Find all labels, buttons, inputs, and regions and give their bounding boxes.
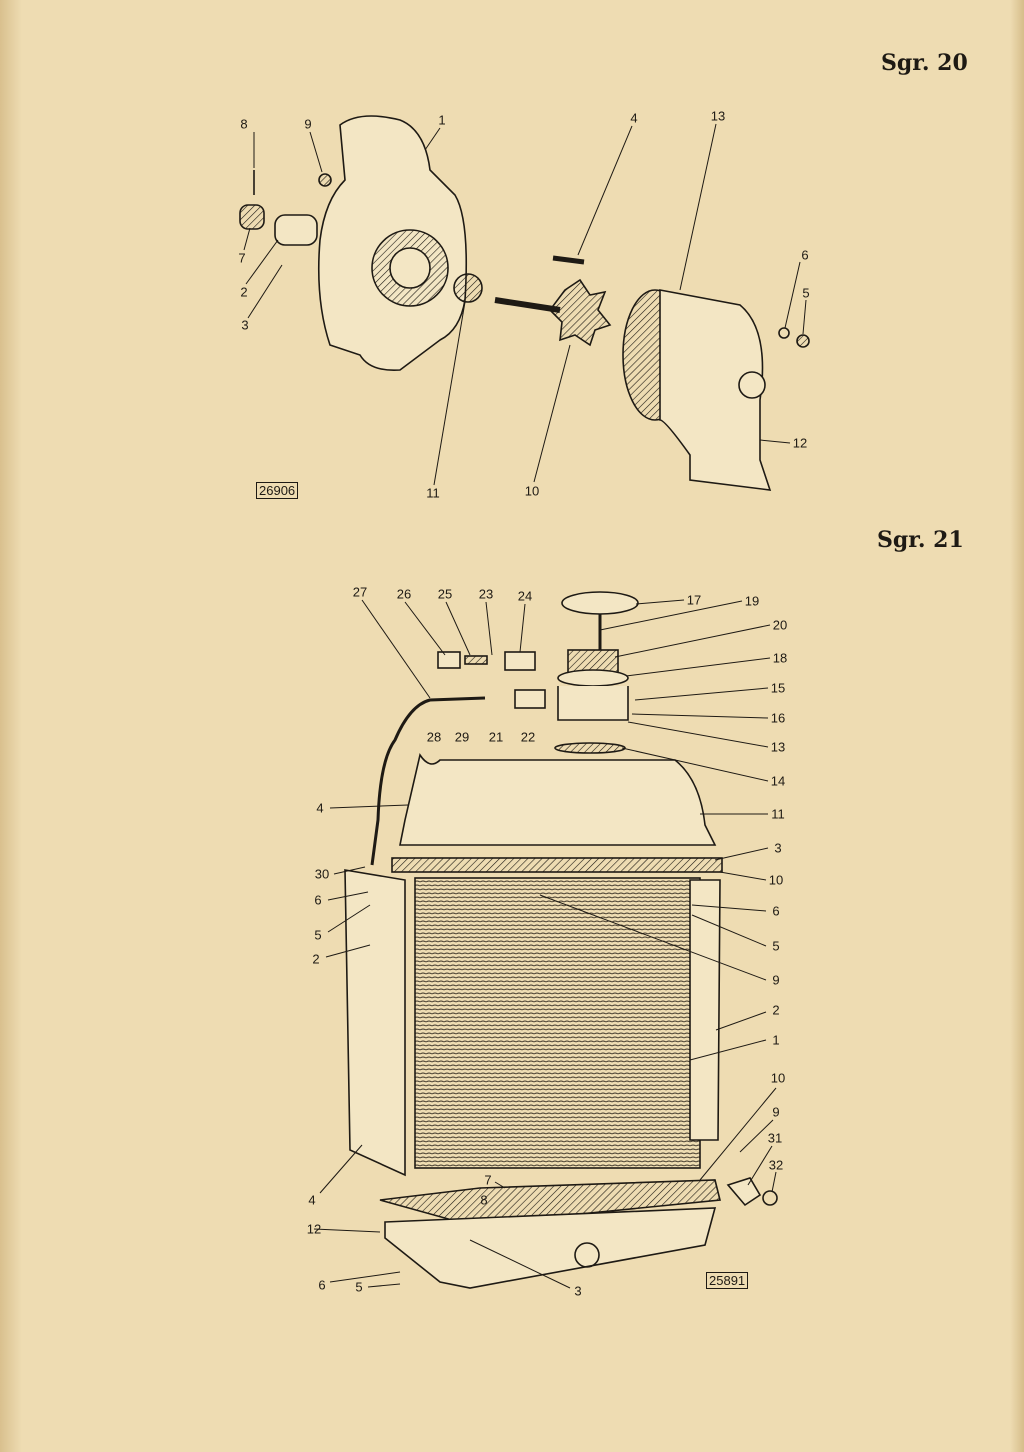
part-callout: 24 (517, 588, 533, 604)
part-callout: 14 (770, 773, 786, 789)
part-callout: 9 (772, 1104, 780, 1120)
part-callout: 23 (478, 586, 494, 602)
pump-housing (317, 115, 468, 372)
part-callout: 8 (240, 116, 248, 132)
part-callout: 22 (520, 729, 536, 745)
page-edge-left (0, 0, 22, 1452)
part-callout: 21 (488, 729, 504, 745)
part-callout: 12 (792, 435, 808, 451)
part-callout: 5 (802, 285, 810, 301)
part-callout: 1 (438, 112, 446, 128)
figure-title-20: Sgr. 20 (881, 50, 968, 76)
part-callout: 9 (304, 116, 312, 132)
bushing-2 (274, 214, 318, 246)
part-callout: 5 (772, 938, 780, 954)
part-callout: 6 (772, 903, 780, 919)
part-callout: 6 (801, 247, 809, 263)
part-callout: 10 (524, 483, 540, 499)
page-edge-right (1010, 0, 1024, 1452)
part-callout: 4 (316, 800, 324, 816)
part-callout: 3 (574, 1283, 582, 1299)
part-callout: 6 (318, 1277, 326, 1293)
part-callout: 4 (308, 1192, 316, 1208)
part-callout: 12 (306, 1221, 322, 1237)
part-callout: 31 (767, 1130, 783, 1146)
part-callout: 1 (772, 1032, 780, 1048)
part-callout: 3 (774, 840, 782, 856)
part-callout: 26 (396, 586, 412, 602)
filler-cap (561, 591, 639, 615)
pump-cover (659, 289, 772, 491)
seal-11 (453, 273, 483, 303)
part-callout: 10 (768, 872, 784, 888)
part-callout: 18 (772, 650, 788, 666)
figure-title-21: Sgr. 21 (877, 527, 964, 553)
part-callout: 27 (352, 584, 368, 600)
part-callout: 2 (312, 951, 320, 967)
part-callout: 8 (480, 1192, 488, 1208)
side-frame-left (344, 869, 406, 1177)
top-tank (399, 753, 717, 846)
part-callout: 19 (744, 593, 760, 609)
bottom-tank (384, 1207, 717, 1289)
part-callout: 5 (314, 927, 322, 943)
part-callout: 30 (314, 866, 330, 882)
part-callout: 10 (770, 1070, 786, 1086)
part-callout: 9 (772, 972, 780, 988)
part-callout: 13 (770, 739, 786, 755)
part-callout: 32 (768, 1157, 784, 1173)
part-callout: 6 (314, 892, 322, 908)
part-callout: 15 (770, 680, 786, 696)
part-callout: 2 (240, 284, 248, 300)
bushing-7 (239, 204, 265, 230)
part-callout: 11 (426, 485, 440, 501)
impeller (548, 278, 612, 347)
drawing-number-26906: 26906 (256, 482, 299, 499)
part-callout: 16 (770, 710, 786, 726)
part-callout: 7 (238, 250, 246, 266)
part-callout: 13 (710, 108, 726, 124)
part-callout: 3 (241, 317, 249, 333)
part-callout: 25 (437, 586, 453, 602)
part-callout: 2 (772, 1002, 780, 1018)
part-callout: 28 (426, 729, 442, 745)
part-callout: 5 (355, 1279, 363, 1295)
part-callout: 7 (484, 1172, 492, 1188)
part-callout: 11 (771, 806, 785, 822)
drawing-number-25891: 25891 (706, 1272, 749, 1289)
gasket-top (391, 857, 723, 873)
part-callout: 29 (454, 729, 470, 745)
side-frame-right (689, 879, 721, 1141)
part-callout: 20 (772, 617, 788, 633)
part-callout: 4 (630, 110, 638, 126)
part-callout: 17 (686, 592, 702, 608)
radiator-core (414, 877, 701, 1169)
